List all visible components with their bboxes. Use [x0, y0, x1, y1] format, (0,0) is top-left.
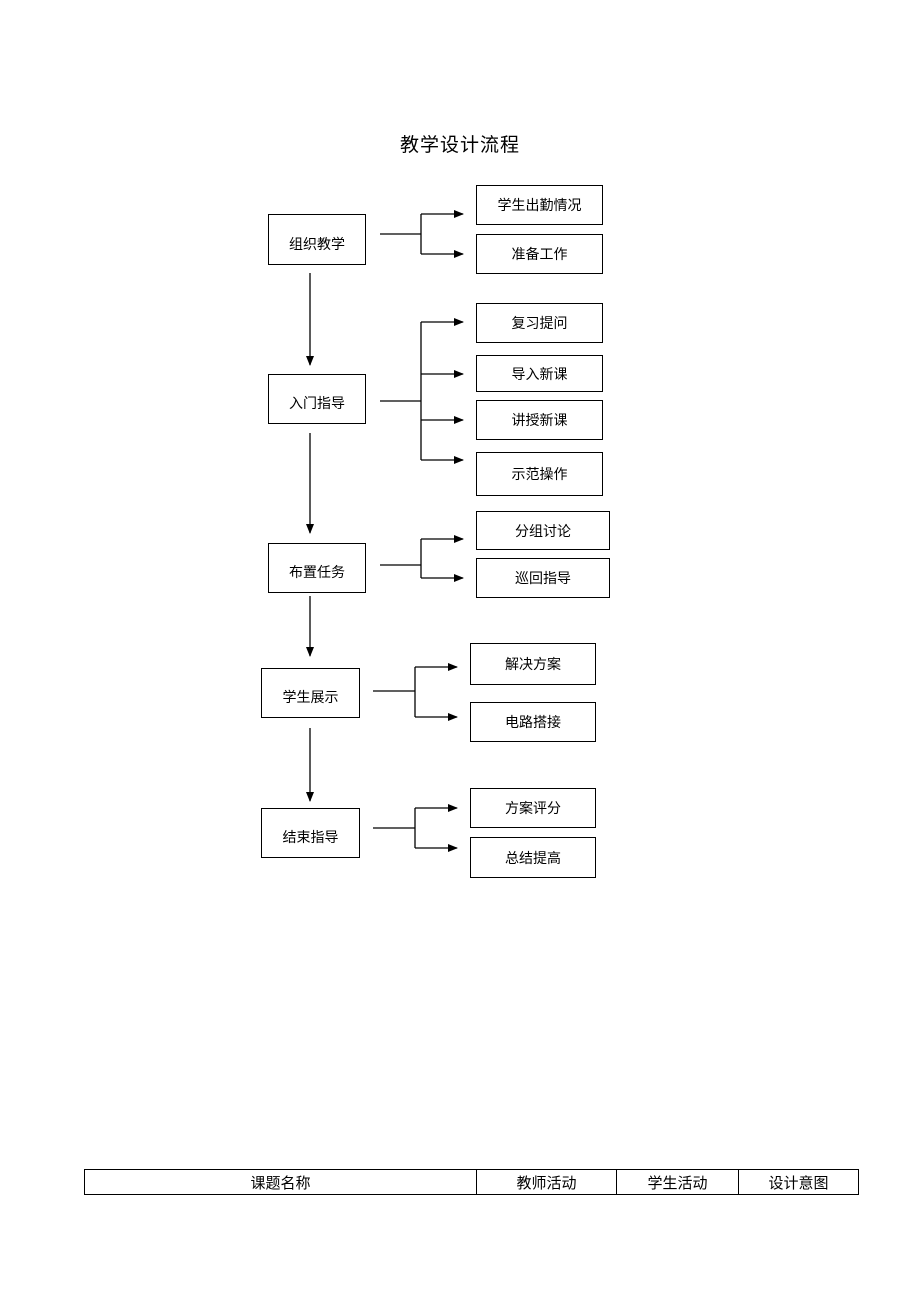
step-box-assign: 布置任务 [268, 543, 366, 593]
sub-box: 导入新课 [476, 355, 603, 392]
step-box-conclude: 结束指导 [261, 808, 360, 858]
sub-box: 分组讨论 [476, 511, 610, 550]
sub-label: 解决方案 [505, 657, 561, 673]
table-header-cell: 设计意图 [738, 1169, 859, 1195]
sub-box: 复习提问 [476, 303, 603, 343]
sub-box: 解决方案 [470, 643, 596, 685]
table-header-cell: 教师活动 [476, 1169, 617, 1195]
sub-box: 电路搭接 [470, 702, 596, 742]
sub-box: 示范操作 [476, 452, 603, 496]
sub-label: 方案评分 [505, 801, 561, 817]
sub-label: 总结提高 [505, 850, 561, 867]
sub-label: 巡回指导 [515, 571, 571, 587]
sub-box: 方案评分 [470, 788, 596, 828]
sub-box: 总结提高 [470, 837, 596, 878]
table-header-cell: 课题名称 [84, 1169, 477, 1195]
sub-label: 学生出勤情况 [497, 198, 582, 214]
sub-label: 复习提问 [511, 316, 568, 332]
sub-label: 示范操作 [511, 467, 568, 483]
sub-box: 巡回指导 [476, 558, 610, 598]
step-label: 布置任务 [289, 565, 345, 581]
page-title: 教学设计流程 [399, 134, 520, 156]
sub-label: 准备工作 [511, 247, 568, 263]
table-header-cell: 学生活动 [616, 1169, 739, 1195]
sub-label: 讲授新课 [511, 413, 568, 429]
sub-label: 导入新课 [511, 366, 568, 383]
sub-box: 准备工作 [476, 234, 603, 274]
step-box-organize: 组织教学 [268, 214, 366, 265]
step-box-intro: 入门指导 [268, 374, 366, 424]
step-label: 学生展示 [282, 690, 339, 706]
table-row: 课题名称 教师活动 学生活动 设计意图 [84, 1169, 859, 1195]
sub-box: 讲授新课 [476, 400, 603, 440]
step-box-present: 学生展示 [261, 668, 360, 718]
step-label: 组织教学 [289, 236, 345, 253]
sub-label: 分组讨论 [515, 523, 571, 540]
step-label: 结束指导 [282, 830, 339, 846]
sub-label: 电路搭接 [505, 715, 561, 731]
step-label: 入门指导 [289, 396, 345, 412]
lesson-table-header: 课题名称 教师活动 学生活动 设计意图 [84, 1169, 859, 1195]
sub-box: 学生出勤情况 [476, 185, 603, 225]
